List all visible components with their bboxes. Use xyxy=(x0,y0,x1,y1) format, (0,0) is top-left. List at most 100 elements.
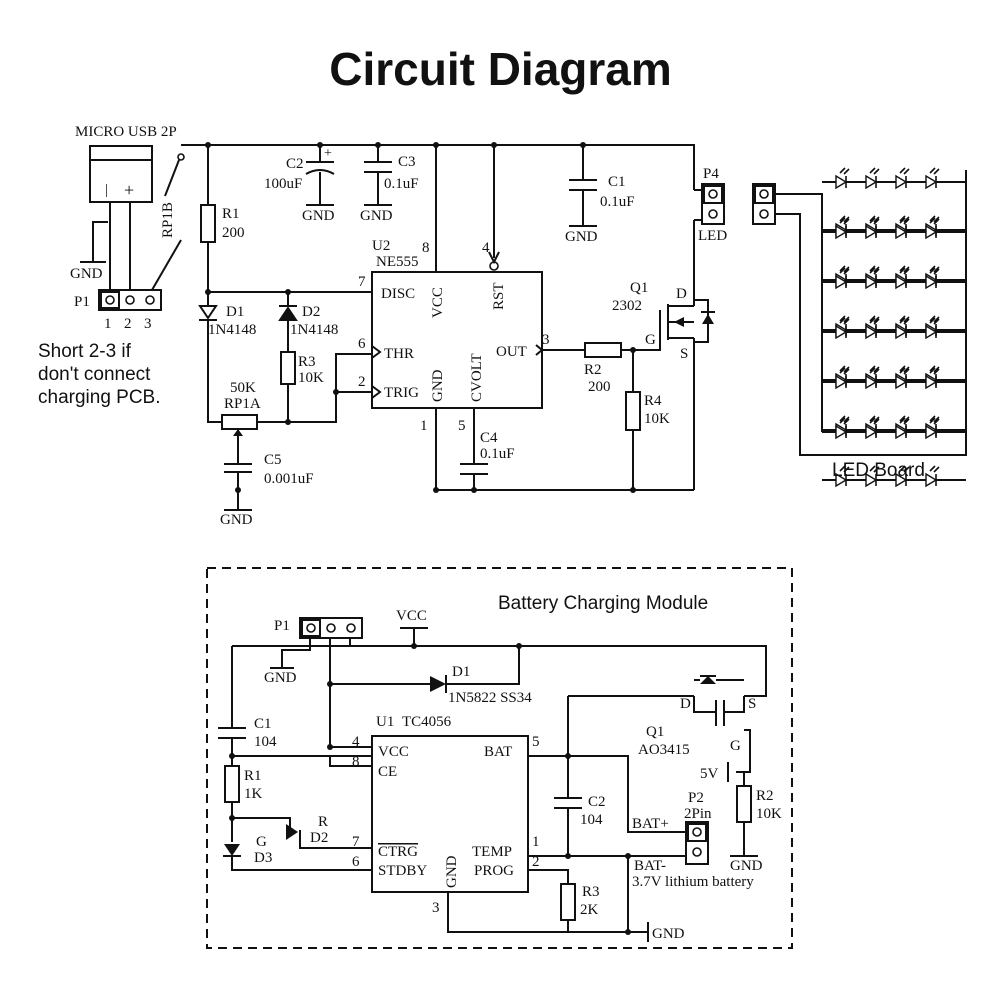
top-junctions xyxy=(205,142,636,493)
svg-text:3: 3 xyxy=(432,900,440,916)
svg-text:2Pin: 2Pin xyxy=(684,806,712,822)
svg-text:THR: THR xyxy=(384,346,414,362)
svg-text:104: 104 xyxy=(254,734,277,750)
led-d2-red: R D2 xyxy=(286,814,328,846)
svg-text:|: | xyxy=(105,182,108,198)
svg-text:GND: GND xyxy=(70,266,103,282)
capacitor-c1-bottom: C1 104 xyxy=(218,716,277,750)
svg-text:GND: GND xyxy=(430,369,446,402)
svg-text:P1: P1 xyxy=(274,618,290,634)
svg-text:TEMP: TEMP xyxy=(472,844,512,860)
svg-text:0.1uF: 0.1uF xyxy=(384,176,419,192)
capacitor-c5: C5 0.001uF GND xyxy=(220,452,314,528)
svg-text:BAT+: BAT+ xyxy=(632,816,669,832)
svg-text:C3: C3 xyxy=(398,154,416,170)
diode-d1-bottom: D1 1N5822 SS34 xyxy=(430,664,532,706)
svg-text:G: G xyxy=(645,332,656,348)
svg-text:GND: GND xyxy=(302,208,335,224)
led-icon xyxy=(925,167,940,189)
gnd-symbol: GND xyxy=(70,261,106,282)
bottom-wires xyxy=(231,628,767,933)
svg-text:1: 1 xyxy=(532,834,540,850)
svg-text:100uF: 100uF xyxy=(264,176,302,192)
svg-text:5: 5 xyxy=(458,418,466,434)
svg-text:R: R xyxy=(318,814,328,830)
svg-text:D: D xyxy=(676,286,687,302)
svg-text:R3: R3 xyxy=(582,884,600,900)
svg-text:P4: P4 xyxy=(703,166,719,182)
capacitor-c3: C3 0.1uF GND xyxy=(360,154,419,224)
resistor-r1: R1 200 xyxy=(200,204,245,243)
5v-label: 5V xyxy=(700,766,719,782)
svg-text:10K: 10K xyxy=(756,806,782,822)
diode-d1: D1 1N4148 xyxy=(198,304,256,338)
svg-text:2K: 2K xyxy=(580,902,599,918)
rp1b-label: RP1B xyxy=(160,202,176,238)
svg-text:0.1uF: 0.1uF xyxy=(480,446,515,462)
svg-text:DISC: DISC xyxy=(381,286,415,302)
gnd-bottom-right: GND xyxy=(647,922,685,942)
resistor-r1-bottom: R1 1K xyxy=(224,765,263,803)
svg-text:R1: R1 xyxy=(222,206,240,222)
svg-text:CTRG: CTRG xyxy=(378,844,418,860)
charging-module-border xyxy=(206,567,793,949)
mosfet-q1-bottom: D S Q1 AO3415 G xyxy=(638,675,756,782)
svg-text:7: 7 xyxy=(352,834,360,850)
svg-text:GND: GND xyxy=(565,229,598,245)
svg-text:D2: D2 xyxy=(302,304,320,320)
diode-d2: D2 1N4148 xyxy=(278,304,338,338)
svg-text:TRIG: TRIG xyxy=(384,385,419,401)
svg-text:R2: R2 xyxy=(584,362,602,378)
svg-text:S: S xyxy=(680,346,688,362)
svg-text:VCC: VCC xyxy=(430,287,446,318)
svg-text:RST: RST xyxy=(491,282,507,310)
svg-text:LED Board: LED Board xyxy=(832,460,925,481)
svg-text:1: 1 xyxy=(420,418,428,434)
svg-text:4: 4 xyxy=(352,734,360,750)
svg-text:10K: 10K xyxy=(298,370,324,386)
resistor-r2: R2 200 xyxy=(584,342,622,395)
svg-text:Q1: Q1 xyxy=(630,280,648,296)
svg-text:D2: D2 xyxy=(310,830,328,846)
svg-text:P1: P1 xyxy=(74,294,90,310)
svg-text:G: G xyxy=(730,738,741,754)
svg-text:TC4056: TC4056 xyxy=(402,714,452,730)
svg-text:P2: P2 xyxy=(688,790,704,806)
potentiometer-rp1a: 50K RP1A xyxy=(221,380,261,440)
svg-text:1K: 1K xyxy=(244,786,263,802)
svg-text:MICRO USB 2P: MICRO USB 2P xyxy=(75,124,177,140)
svg-text:2302: 2302 xyxy=(612,298,642,314)
svg-text:NE555: NE555 xyxy=(376,254,419,270)
svg-text:GND: GND xyxy=(264,670,297,686)
capacitor-c1: C1 0.1uF GND xyxy=(565,174,635,245)
svg-text:R3: R3 xyxy=(298,354,316,370)
svg-text:S: S xyxy=(748,696,756,712)
p1-header: P1 1 2 3 xyxy=(74,289,162,332)
tc4056-chip: U1 TC4056 4 8 5 7 6 1 2 3 VCC CE BAT CTR… xyxy=(352,714,540,916)
p4-led-connector: P4 LED xyxy=(694,166,727,244)
led-d3-green: G D3 xyxy=(223,834,272,866)
svg-text:1: 1 xyxy=(104,316,112,332)
svg-text:GND: GND xyxy=(730,858,763,874)
svg-text:C2: C2 xyxy=(286,156,304,172)
svg-text:PROG: PROG xyxy=(474,863,514,879)
module-title: Battery Charging Module xyxy=(498,593,708,614)
svg-text:10K: 10K xyxy=(644,411,670,427)
p1-header-bottom: P1 xyxy=(274,617,363,639)
svg-text:GND: GND xyxy=(220,512,253,528)
svg-text:BAT-: BAT- xyxy=(634,858,666,874)
gnd-symbol-bottom: GND xyxy=(264,667,297,686)
svg-text:2: 2 xyxy=(532,854,540,870)
resistor-r4: R4 10K xyxy=(625,391,670,431)
svg-text:D1: D1 xyxy=(226,304,244,320)
svg-text:VCC: VCC xyxy=(396,608,427,624)
ne555-chip: U2 NE555 8 4 7 6 2 3 1 5 DISC VCC RST TH… xyxy=(358,238,550,434)
svg-text:3: 3 xyxy=(542,332,550,348)
vcc-symbol: VCC xyxy=(396,608,428,629)
svg-text:G: G xyxy=(256,834,267,850)
svg-text:R2: R2 xyxy=(756,788,774,804)
svg-text:C4: C4 xyxy=(480,430,498,446)
svg-text:LED: LED xyxy=(698,228,727,244)
svg-text:6: 6 xyxy=(352,854,360,870)
